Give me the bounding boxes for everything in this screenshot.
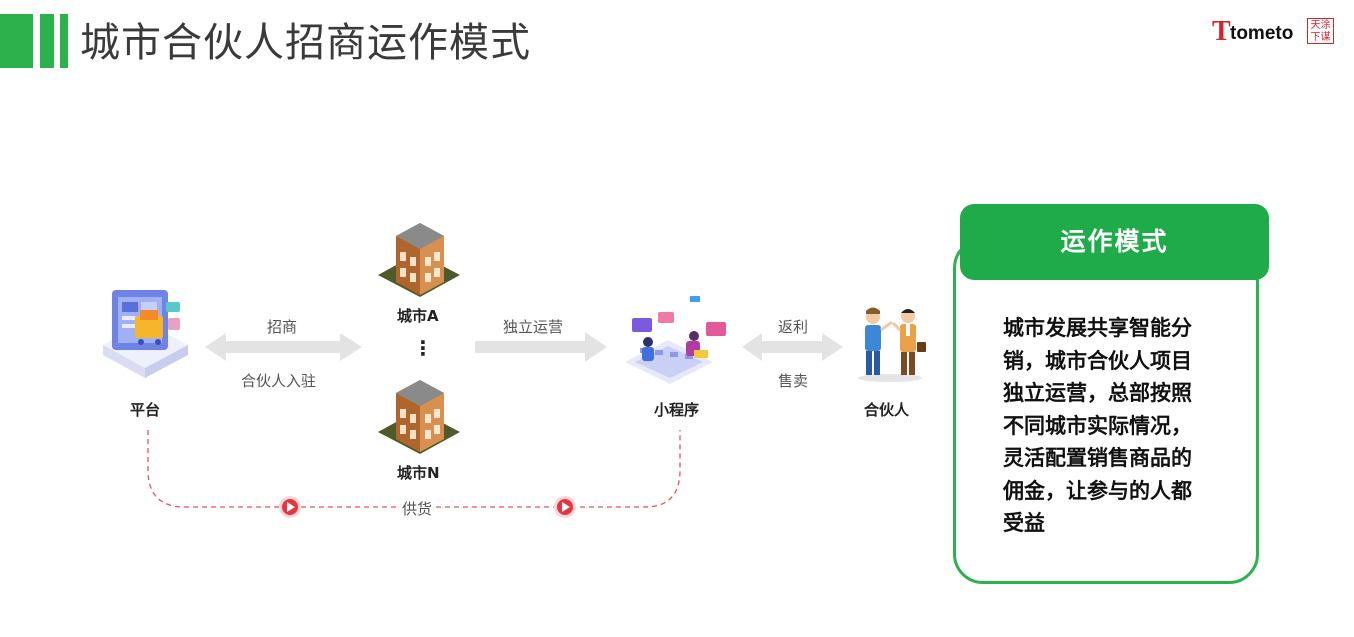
description-line: 独立运营，总部按照 <box>1003 381 1192 405</box>
logo-mark: T <box>1212 16 1231 47</box>
node-ellipsis: ⋮ <box>413 336 433 360</box>
node-label-platform: 平台 <box>130 401 161 419</box>
title-accent-bar-2 <box>40 14 54 68</box>
title-accent-bar-1 <box>0 14 33 68</box>
node-label-city-n: 城市N <box>397 464 440 482</box>
miniprogram-icon <box>625 296 726 384</box>
node-label-miniprogram: 小程序 <box>654 401 700 419</box>
description-line: 佣金，让参与的人都 <box>1003 478 1192 503</box>
edge-label-operate: 独立运营 <box>503 318 564 336</box>
edge-label-rebate: 返利 <box>778 318 809 336</box>
operation-mode-header <box>960 204 1269 280</box>
operation-mode-description: 城市发展共享智能分 销，城市合伙人项目 独立运营，总部按照 不同城市实际情况， … <box>1003 312 1225 540</box>
operation-mode-title: 运作模式 <box>1060 227 1169 256</box>
description-line: 灵活配置销售商品的 <box>1003 446 1192 470</box>
supply-play-icon-right <box>554 496 576 518</box>
description-line: 不同城市实际情况， <box>1003 413 1192 438</box>
page-title: 城市合伙人招商运作模式 <box>80 20 531 66</box>
partner-icon <box>858 307 926 382</box>
arrow-platform-city <box>205 333 362 361</box>
edge-label-sell: 售卖 <box>778 372 809 390</box>
arrow-city-miniprogram <box>475 332 607 362</box>
edge-label-recruit: 招商 <box>267 318 298 336</box>
city-a-building-icon <box>378 223 460 297</box>
arrow-miniprogram-partner <box>742 333 843 361</box>
platform-icon <box>103 290 188 378</box>
operation-mode-panel <box>953 238 1259 584</box>
description-line: 销，城市合伙人项目 <box>1003 348 1192 373</box>
supply-dashed-path <box>147 430 681 508</box>
edge-label-join: 合伙人入驻 <box>241 372 317 390</box>
node-label-partner: 合伙人 <box>864 401 910 419</box>
supply-play-icon-left <box>279 496 301 518</box>
title-accent-bar-3 <box>60 14 68 68</box>
brand-logo: T tometo 天涂 下谋 <box>1212 18 1336 46</box>
description-line: 受益 <box>1003 511 1045 535</box>
description-line: 城市发展共享智能分 <box>1003 316 1192 340</box>
edge-label-supply: 供货 <box>398 498 437 519</box>
city-n-building-icon <box>378 380 460 454</box>
logo-wordmark: tometo <box>1230 23 1294 44</box>
node-label-city-a: 城市A <box>397 307 439 325</box>
logo-seal: 天涂 下谋 <box>1307 18 1334 44</box>
